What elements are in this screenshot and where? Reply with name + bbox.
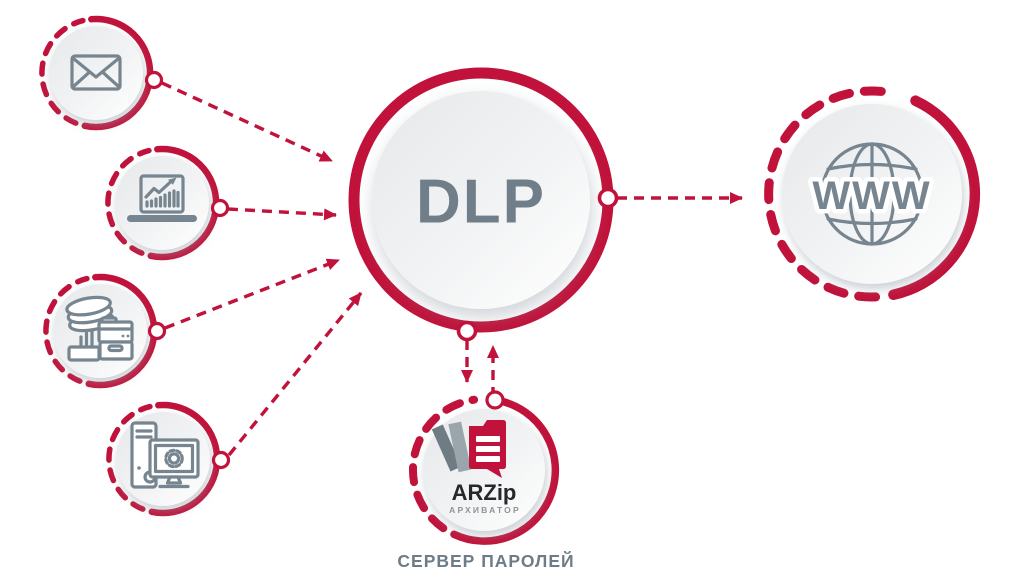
arrow-email-to-dlp bbox=[161, 81, 333, 163]
node-data-storage bbox=[43, 273, 158, 389]
node-www: WWW bbox=[764, 86, 981, 302]
monitor-screen bbox=[153, 443, 195, 474]
storage-box bbox=[67, 345, 101, 362]
email-connector-dot bbox=[144, 70, 164, 90]
storage-device-dot1 bbox=[121, 334, 125, 338]
www-ring-dashed bbox=[764, 86, 898, 302]
envelope-fold-right bbox=[101, 70, 120, 88]
gear-body bbox=[167, 452, 181, 465]
workstation-ring-dashed bbox=[106, 403, 153, 512]
dlp-right-connector-dot bbox=[597, 187, 619, 209]
gear-teeth bbox=[164, 448, 184, 469]
data-storage-connector-dot bbox=[147, 321, 167, 341]
connector-dots bbox=[144, 70, 619, 470]
arrow-data-storage-to-dlp bbox=[164, 258, 340, 330]
storage-bars bbox=[79, 328, 94, 347]
node-dlp: DLP bbox=[348, 67, 614, 333]
globe-parallel-top bbox=[826, 162, 918, 171]
globe-www-icon bbox=[820, 142, 924, 246]
disk-top bbox=[65, 295, 112, 317]
envelope-flap bbox=[72, 57, 120, 79]
analytics-ring-dashed bbox=[105, 147, 152, 256]
workstation-gear-icon bbox=[130, 421, 200, 489]
arzip-folder-line3 bbox=[476, 456, 500, 462]
email-ring-dashed bbox=[39, 17, 86, 126]
node-email bbox=[39, 15, 154, 131]
www-ring-solid bbox=[888, 95, 981, 300]
node-analytics bbox=[105, 145, 220, 261]
node-arzip: ARZip АРХИВАТОР bbox=[408, 395, 560, 545]
data-storage-icon bbox=[65, 295, 134, 362]
envelope-body bbox=[70, 54, 122, 91]
arzip-page-front bbox=[448, 421, 472, 473]
laptop-trend-line bbox=[144, 179, 173, 199]
arzip-pages-folder-icon bbox=[431, 420, 506, 478]
www-label: WWW bbox=[812, 174, 931, 218]
arzip-brand-label: ARZip bbox=[452, 480, 517, 505]
arzip-folder-line1 bbox=[476, 436, 500, 442]
arzip-brand-subtitle: АРХИВАТОР bbox=[449, 505, 521, 515]
laptop-trend-arrowhead bbox=[168, 177, 177, 185]
pc-tower-vents bbox=[135, 429, 153, 439]
globe-parallel-bottom bbox=[826, 217, 918, 226]
workstation-connector-dot bbox=[211, 450, 231, 470]
storage-device bbox=[97, 320, 134, 344]
arzip-ring-solid bbox=[450, 396, 560, 545]
node-workstation bbox=[106, 401, 221, 517]
connection-arrows bbox=[161, 81, 743, 457]
data-storage-ring-dashed bbox=[43, 275, 90, 384]
storage-drawer-handle bbox=[107, 344, 124, 353]
email-envelope-icon bbox=[70, 54, 122, 91]
arrow-analytics-to-dlp bbox=[227, 207, 337, 221]
arzip-page-back bbox=[431, 424, 462, 472]
password-server-caption: СЕРВЕР ПАРОЛЕЙ bbox=[397, 550, 574, 571]
envelope-fold-left bbox=[72, 70, 91, 88]
arzip-connector-dot bbox=[485, 390, 505, 410]
arrow-workstation-to-dlp bbox=[227, 291, 363, 457]
laptop-chart-bars bbox=[145, 189, 180, 208]
laptop-screen bbox=[139, 174, 185, 214]
monitor-stand bbox=[165, 475, 183, 485]
pc-tower-button bbox=[137, 466, 141, 470]
laptop-base bbox=[127, 215, 197, 222]
email-disc bbox=[49, 26, 143, 120]
dlp-label: DLP bbox=[416, 168, 546, 237]
analytics-laptop-icon bbox=[127, 174, 197, 222]
dlp-bottom-connector-dot bbox=[456, 320, 478, 342]
storage-device-dot2 bbox=[126, 334, 130, 338]
dlp-disc bbox=[372, 91, 590, 309]
analytics-connector-dot bbox=[210, 198, 230, 218]
arzip-folder-line2 bbox=[476, 446, 500, 452]
arzip-ring-dashed bbox=[408, 395, 479, 533]
